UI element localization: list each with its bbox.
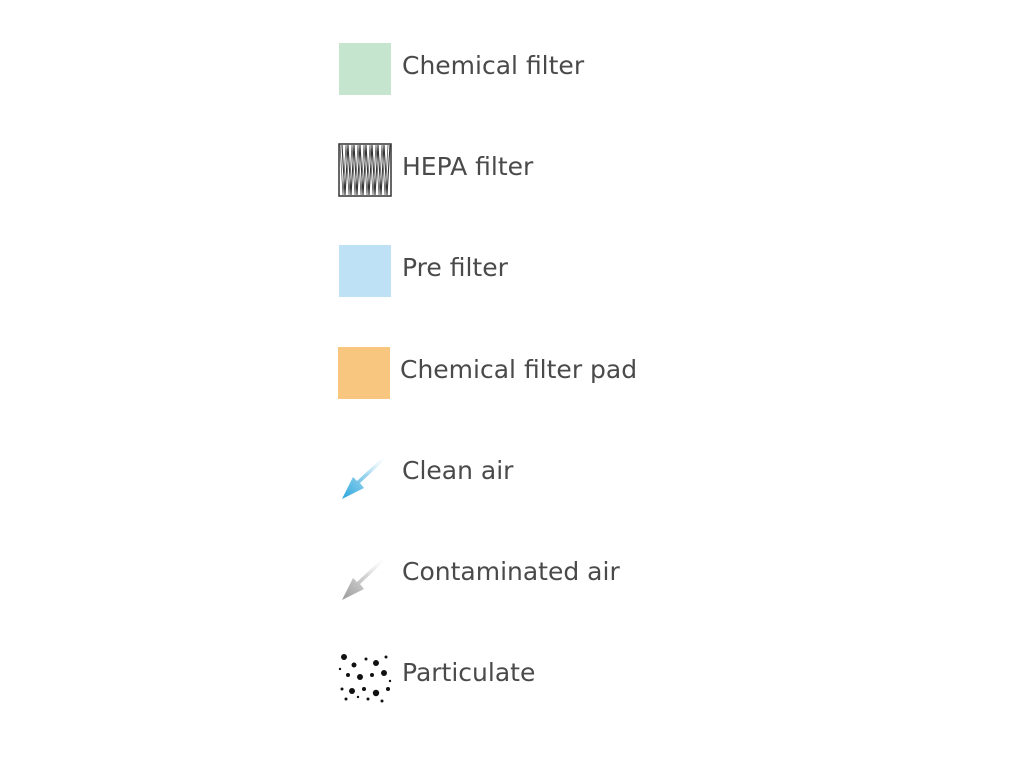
hepa-filter-pleat-icon [338,143,392,197]
legend-label-clean-air: Clean air [402,456,514,485]
legend-label-contaminated-air: Contaminated air [402,557,620,586]
legend-label-pre-filter: Pre filter [402,253,508,282]
legend-item-hepa-filter: HEPA filter [338,141,738,197]
particulate-dots-icon [338,649,392,703]
legend-item-pre-filter: Pre filter [338,242,738,298]
chemical-filter-swatch-icon [338,42,392,96]
legend-label-chemical-filter: Chemical filter [402,51,585,80]
pre-filter-swatch-icon [338,244,392,298]
legend-item-particulate: Particulate [338,647,738,703]
legend-label-chemical-filter-pad: Chemical filter pad [400,355,638,384]
legend-item-clean-air: Clean air [338,445,738,501]
legend-item-chemical-filter-pad: Chemical filter pad [338,344,738,400]
chemical-filter-pad-swatch-icon [338,346,392,400]
legend-label-particulate: Particulate [402,658,536,687]
contaminated-air-arrow-icon [338,548,392,602]
legend-item-chemical-filter: Chemical filter [338,40,738,96]
legend-item-contaminated-air: Contaminated air [338,546,738,602]
clean-air-arrow-icon [338,447,392,501]
legend-label-hepa-filter: HEPA filter [402,152,534,181]
